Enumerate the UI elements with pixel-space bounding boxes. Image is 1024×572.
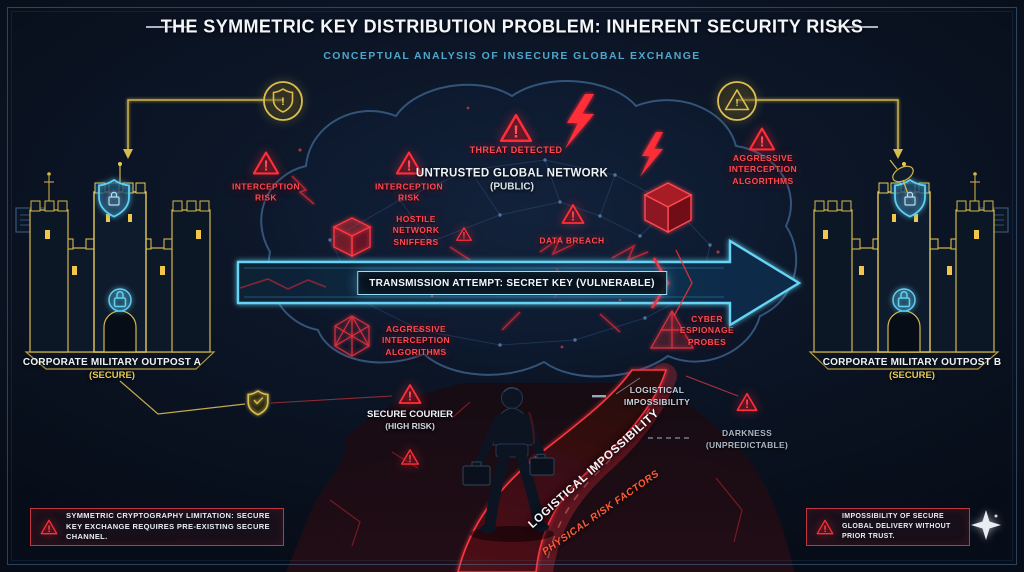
- warning-triangle-icon: !: [748, 127, 776, 152]
- warning-triangle-icon: !: [401, 449, 420, 466]
- callout-symmetric-limitation: ! SYMMETRIC CRYPTOGRAPHY LIMITATION: SEC…: [30, 508, 284, 546]
- threat-particles: [298, 106, 720, 349]
- label-logistical-note: LOGISTICAL IMPOSSIBILITY: [623, 385, 691, 407]
- label-aggressive-algorithms-right: AGGRESSIVE INTERCEPTION ALGORITHMS: [728, 152, 798, 186]
- down-arrowhead-right: [893, 149, 903, 159]
- interceptor-cube-icon: [643, 182, 693, 234]
- courier-name: SECURE COURIER: [366, 409, 454, 420]
- bottom-connectors: [119, 375, 739, 439]
- network-title-line2: (PUBLIC): [490, 181, 534, 193]
- label-interception-risk-left: INTERCEPTION RISK: [231, 181, 301, 203]
- callout-right-text: IMPOSSIBILITY OF SECURE GLOBAL DELIVERY …: [842, 512, 951, 541]
- threat-cracks: [291, 175, 649, 333]
- outpost-a-status: (SECURE): [89, 370, 135, 381]
- warning-triangle-icon: !: [561, 203, 585, 225]
- svg-text:!: !: [745, 399, 749, 411]
- courier-risk: (HIGH RISK): [385, 421, 435, 431]
- svg-text:!: !: [408, 454, 411, 465]
- fortress-outpost-b: [810, 162, 1008, 369]
- svg-text:!: !: [735, 98, 738, 109]
- label-data-breach: DATA BREACH: [539, 235, 605, 246]
- svg-text:!: !: [281, 96, 285, 108]
- warning-triangle-icon: !: [456, 227, 473, 242]
- network-nodes: [328, 158, 712, 347]
- svg-text:!: !: [760, 135, 765, 151]
- title-divider-right: [834, 26, 878, 28]
- label-outpost-a: CORPORATE MILITARY OUTPOST A (SECURE): [23, 357, 201, 381]
- warning-triangle-icon: !: [40, 519, 58, 535]
- label-threat-detected: THREAT DETECTED: [469, 144, 563, 155]
- svg-text:!: !: [264, 159, 269, 175]
- svg-text:!: !: [407, 159, 412, 175]
- callout-left-text: SYMMETRIC CRYPTOGRAPHY LIMITATION: SECUR…: [66, 510, 270, 542]
- warning-triangle-icon: !: [252, 151, 280, 176]
- shield-alert-badge-icon: !: [261, 79, 305, 123]
- warning-triangle-icon: !: [395, 151, 423, 176]
- label-hostile-sniffers: HOSTILE NETWORK SNIFFERS: [392, 213, 440, 247]
- page-title: THE SYMMETRIC KEY DISTRIBUTION PROBLEM: …: [160, 16, 864, 37]
- outpost-b-name: CORPORATE MILITARY OUTPOST B: [822, 357, 1002, 368]
- satellite-dish-icon: [889, 159, 914, 195]
- triangle-alert-badge-icon: !: [715, 79, 759, 123]
- label-cyber-espionage-probes: CYBER ESPIONAGE PROBES: [679, 313, 735, 347]
- callout-delivery-impossibility: ! IMPOSSIBILITY OF SECURE GLOBAL DELIVER…: [806, 508, 970, 546]
- transmission-banner: TRANSMISSION ATTEMPT: SECRET KEY (VULNER…: [357, 271, 667, 295]
- svg-text:!: !: [408, 390, 412, 404]
- espionage-probe-icon: [649, 309, 695, 349]
- briefcase-icon: [462, 457, 555, 486]
- interception-polyhedron-icon: [334, 315, 370, 357]
- svg-text:!: !: [513, 121, 519, 141]
- hostile-sniffer-cube-icon: [332, 217, 372, 258]
- title-divider-left: [146, 26, 190, 28]
- network-title-line1: UNTRUSTED GLOBAL NETWORK: [415, 167, 609, 180]
- svg-text:!: !: [47, 524, 50, 534]
- courier-figure: [462, 387, 555, 542]
- label-outpost-b: CORPORATE MILITARY OUTPOST B (SECURE): [823, 357, 1002, 381]
- sparkle-icon: [969, 508, 1003, 542]
- warning-triangle-icon: !: [499, 113, 533, 144]
- page-subtitle: CONCEPTUAL ANALYSIS OF INSECURE GLOBAL E…: [323, 50, 701, 62]
- outpost-a-name: CORPORATE MILITARY OUTPOST A: [22, 357, 202, 368]
- label-aggressive-algorithms-left: AGGRESSIVE INTERCEPTION ALGORITHMS: [381, 323, 451, 357]
- svg-text:!: !: [571, 210, 575, 224]
- label-darkness-note: DARKNESS (UNPREDICTABLE): [705, 428, 789, 450]
- label-secure-courier: SECURE COURIER (HIGH RISK): [367, 409, 453, 431]
- svg-text:!: !: [463, 231, 466, 241]
- warning-triangle-icon: !: [398, 383, 422, 405]
- down-arrowhead-left: [123, 149, 133, 159]
- lightning-bolt-icons: [565, 94, 663, 177]
- svg-text:!: !: [823, 524, 826, 534]
- courier-shield-icon: [247, 390, 269, 416]
- outpost-b-status: (SECURE): [889, 370, 935, 381]
- warning-triangle-icon: !: [736, 392, 758, 412]
- top-connectors: [127, 99, 899, 149]
- warning-triangle-icon: !: [816, 519, 834, 535]
- label-network-title: UNTRUSTED GLOBAL NETWORK (PUBLIC): [416, 168, 608, 193]
- fortress-outpost-a: [15, 162, 216, 370]
- label-interception-risk-center: INTERCEPTION RISK: [374, 181, 444, 203]
